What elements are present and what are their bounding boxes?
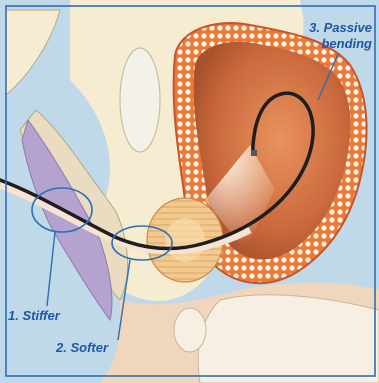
label-stiffer: 1. Stiffer	[8, 308, 61, 323]
label-passive-line1: 3. Passive	[309, 20, 372, 35]
bulb	[174, 308, 206, 352]
symphysis-oval	[120, 48, 160, 152]
lower-right-tissue	[198, 295, 379, 383]
label-passive-line2: bending	[321, 36, 372, 51]
endoscope-tip-icon	[251, 150, 257, 156]
label-softer: 2. Softer	[55, 340, 109, 355]
